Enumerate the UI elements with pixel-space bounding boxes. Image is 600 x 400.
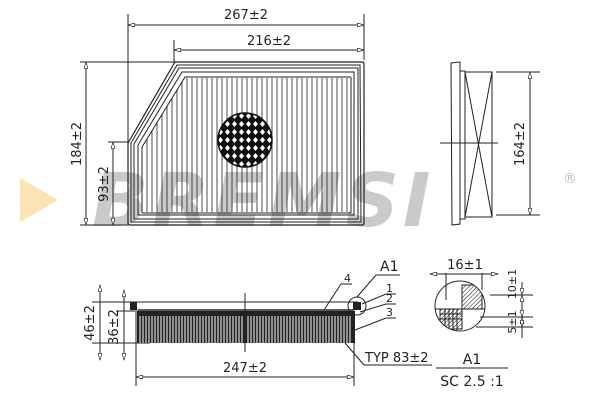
dim-top-edge-width: 216±2 xyxy=(247,34,291,49)
dim-overall-height: 184±2 xyxy=(70,122,85,166)
callout-detail-ref: A1 xyxy=(380,259,398,275)
brand-logo-text: BREMSI xyxy=(92,158,434,244)
top-view xyxy=(80,14,364,225)
callout-leaders xyxy=(323,274,432,366)
brand-triangle-icon xyxy=(20,178,58,222)
dim-pleat-depth: 36±2 xyxy=(107,309,122,345)
dim-side-height: 164±2 xyxy=(513,122,528,166)
callout-2: 2 xyxy=(386,292,393,305)
pleat-gaps xyxy=(139,316,351,343)
detail-title: A1 xyxy=(463,352,481,368)
pleat-lines xyxy=(146,78,348,212)
registered-mark: ® xyxy=(563,171,577,187)
seal-right xyxy=(353,302,361,310)
pleat-count-label: TYP 83±2 xyxy=(364,351,429,366)
dim-flange-height: 10±1 xyxy=(506,269,519,299)
callout-1: 1 xyxy=(386,282,393,295)
dim-detail-width: 16±1 xyxy=(447,258,483,273)
brand-watermark: BREMSI ® xyxy=(20,158,577,244)
callout-4: 4 xyxy=(344,272,351,285)
dim-overall-thickness: 46±2 xyxy=(83,305,98,341)
dim-side-edge-height: 93±2 xyxy=(97,166,112,202)
mesh-grid-icon xyxy=(217,112,273,168)
dim-seal-height: 5±1 xyxy=(506,310,519,333)
callout-3: 3 xyxy=(386,306,393,319)
seal-left xyxy=(130,302,137,310)
detail-scale: SC 2.5 :1 xyxy=(440,374,503,390)
dim-overall-width: 267±2 xyxy=(224,8,268,23)
detail-view xyxy=(430,273,533,369)
dim-pleat-length: 247±2 xyxy=(223,361,267,376)
side-view xyxy=(440,61,540,226)
